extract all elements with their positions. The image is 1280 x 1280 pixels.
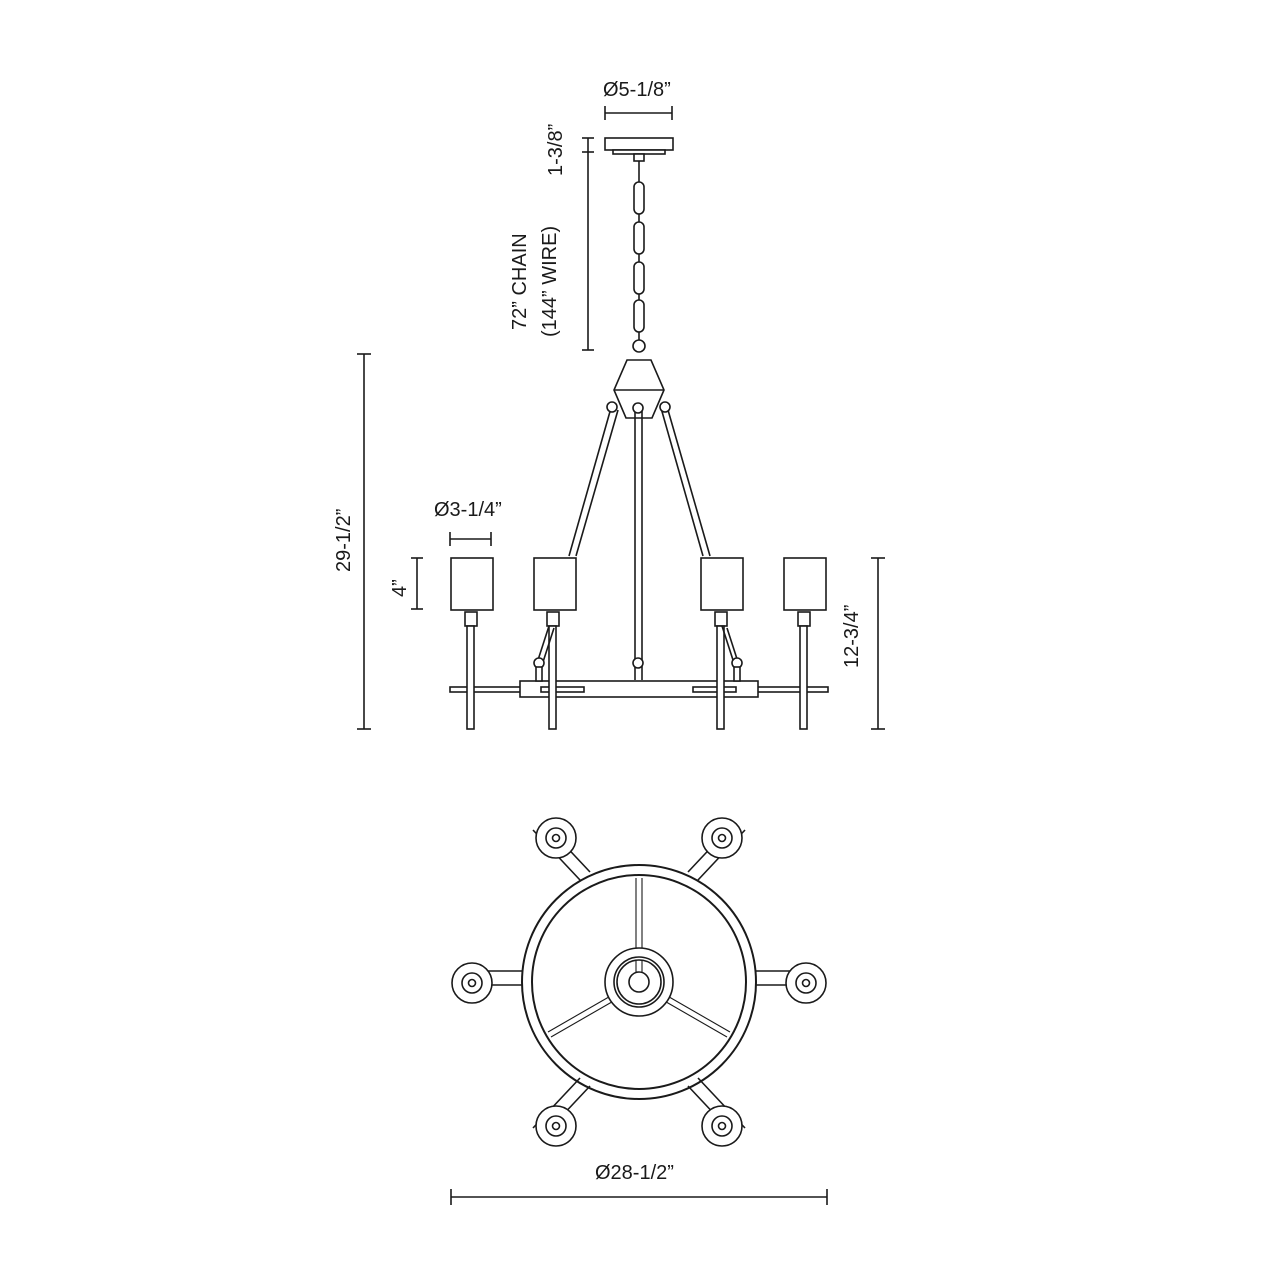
- arm-height-dimension-line: [871, 557, 885, 730]
- chain: [632, 161, 646, 353]
- chain-length-label: 72” CHAIN: [509, 233, 531, 330]
- chain-length-dimension-line: [582, 152, 594, 351]
- overall-diameter-dimension-line: [450, 1189, 828, 1205]
- shade-height-label: 4”: [389, 579, 411, 597]
- bottom-plan-view: [451, 817, 827, 1147]
- canopy: [604, 137, 674, 162]
- lamp-2-side: [533, 557, 577, 730]
- overall-height-dimension-line: [357, 353, 371, 730]
- canopy-height-dimension-line: [582, 137, 594, 153]
- ring-side-view: [449, 680, 829, 698]
- wire-length-label: (144” WIRE): [539, 225, 561, 337]
- canopy-height-label: 1-3/8”: [545, 123, 567, 176]
- plan-lamp-discs: [451, 817, 827, 1147]
- center-hub: [613, 359, 665, 419]
- shade-height-dimension-line: [411, 557, 423, 610]
- lamp-1-side: [450, 557, 494, 730]
- shade-diameter-label: Ø3-1/4”: [434, 499, 502, 521]
- canopy-diameter-label: Ø5-1/8”: [603, 79, 671, 101]
- plan-spokes: [547, 878, 731, 1038]
- overall-height-label: 29-1/2”: [333, 508, 355, 572]
- shade-diameter-dimension-line: [449, 532, 492, 546]
- overall-diameter-label: Ø28-1/2”: [595, 1162, 674, 1184]
- arm-height-label: 12-3/4”: [841, 604, 863, 668]
- support-rods: [568, 401, 711, 680]
- lamp-4-side: [783, 557, 827, 730]
- canopy-diameter-dimension-line: [604, 106, 673, 120]
- lamp-3-side: [700, 557, 744, 730]
